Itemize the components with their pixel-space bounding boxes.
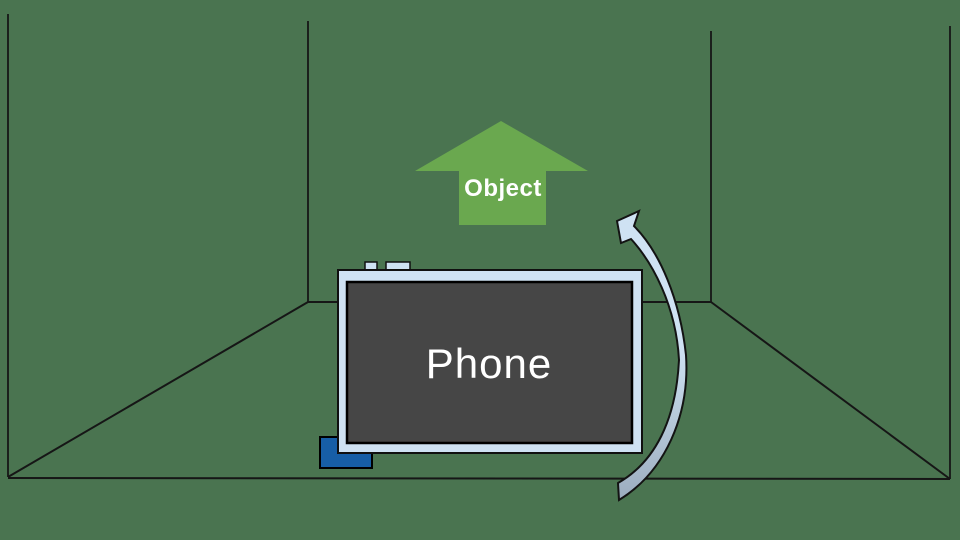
phone-group: Phone: [337, 261, 643, 454]
floor-right-diagonal-line: [710, 301, 951, 480]
phone-label: Phone: [426, 340, 552, 387]
room-outline: [7, 14, 951, 480]
floor-front-edge-line: [7, 477, 951, 480]
object-up-arrow: [415, 121, 588, 225]
phone-screen: [345, 280, 634, 445]
floor-left-diagonal-line: [7, 301, 309, 478]
object-label: Object: [464, 175, 542, 202]
object-arrow-group: Object: [415, 121, 588, 225]
rotation-arrow: [615, 209, 688, 502]
